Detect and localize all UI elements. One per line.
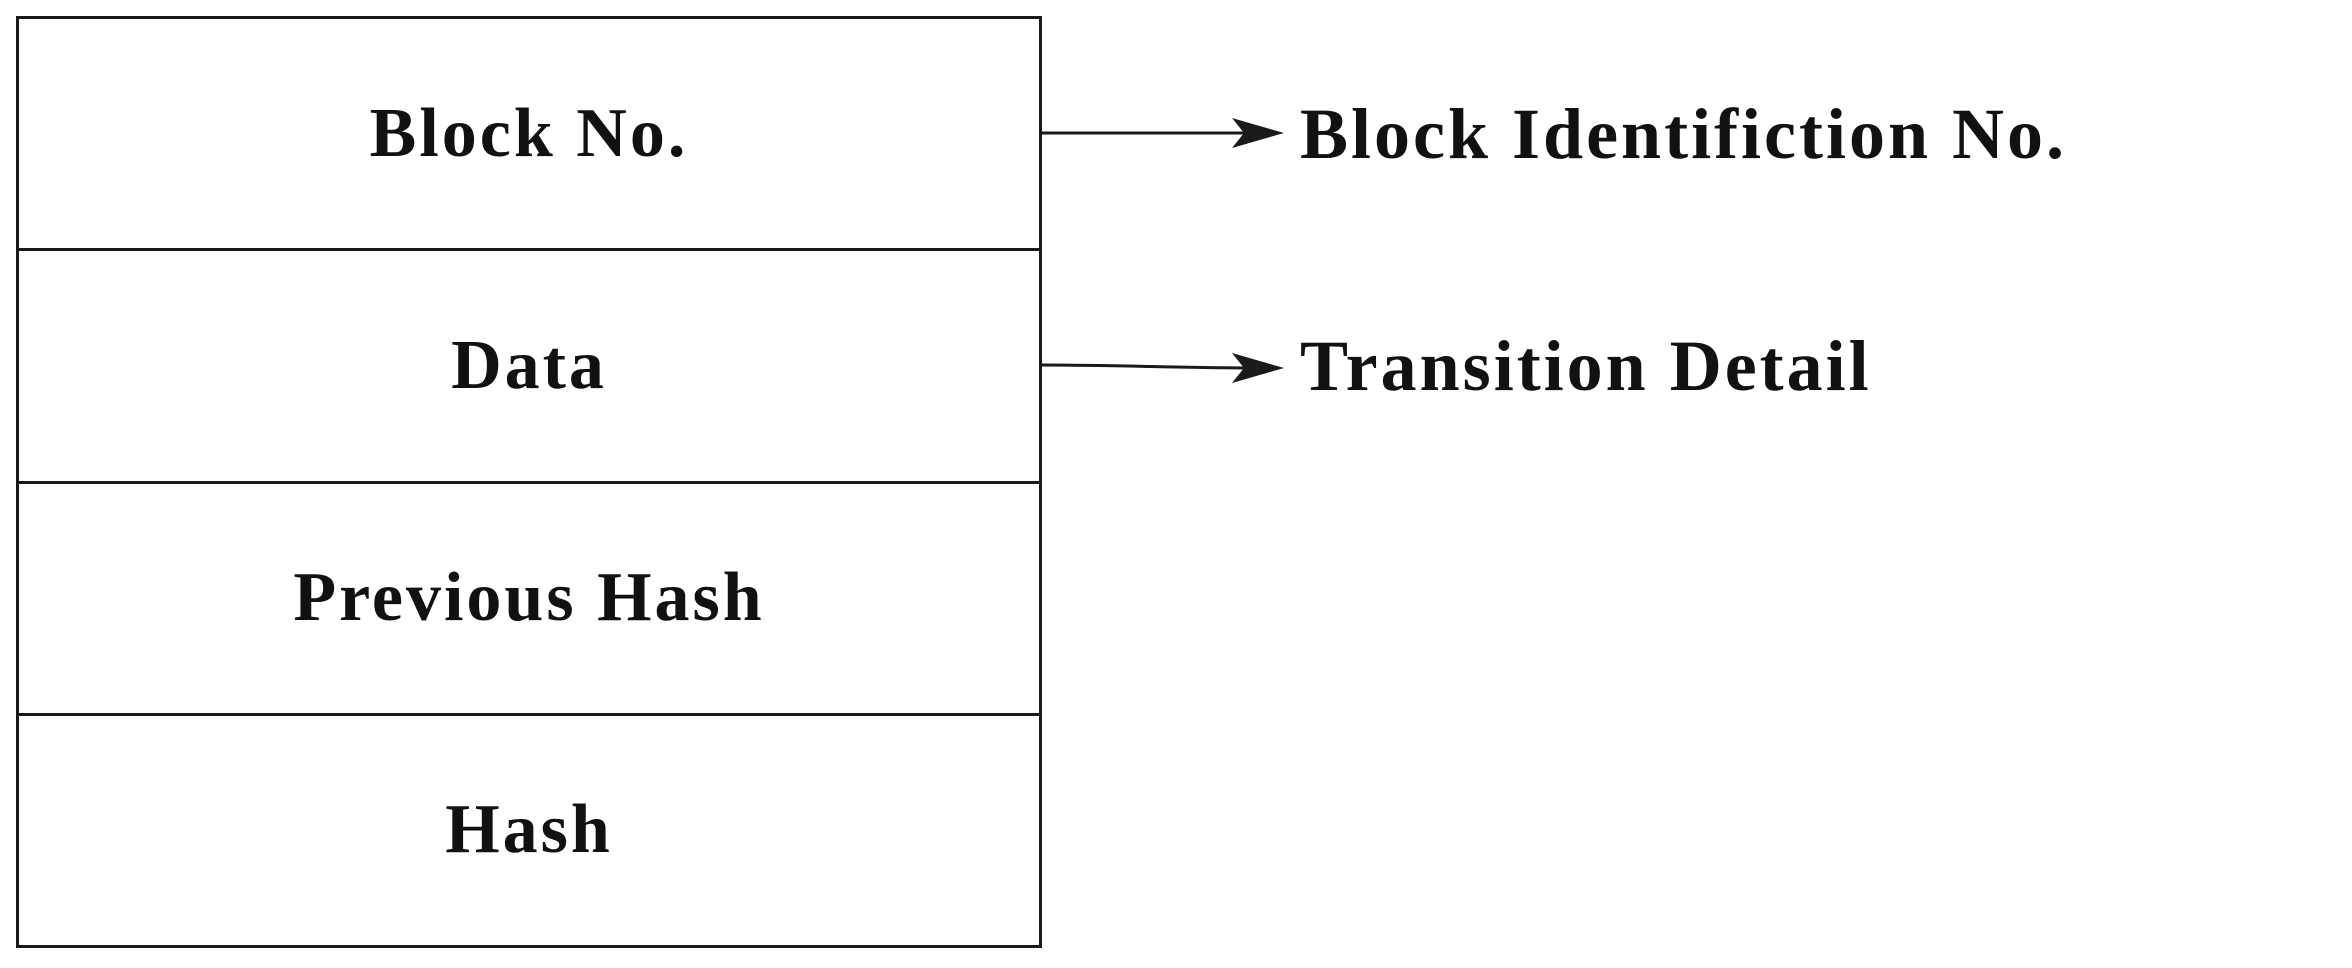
arrow-block-no-to-identification xyxy=(1042,118,1284,148)
field-label-block-no: Block No. xyxy=(369,94,689,172)
field-data: Data xyxy=(19,251,1039,484)
field-hash: Hash xyxy=(19,716,1039,945)
field-label-data: Data xyxy=(451,326,607,404)
field-label-previous-hash: Previous Hash xyxy=(293,559,765,637)
annotation-transition-detail: Transition Detail xyxy=(1300,326,1872,406)
field-block-no: Block No. xyxy=(19,19,1039,252)
arrowhead-icon xyxy=(1232,118,1284,148)
field-previous-hash: Previous Hash xyxy=(19,484,1039,716)
arrow-data-to-transition-detail xyxy=(1041,353,1284,383)
field-label-hash: Hash xyxy=(445,791,613,869)
block-structure: Block No. Data Previous Hash Hash xyxy=(16,16,1042,948)
arrowhead-icon xyxy=(1232,353,1284,383)
annotation-block-identification: Block Identifiction No. xyxy=(1300,94,2068,174)
